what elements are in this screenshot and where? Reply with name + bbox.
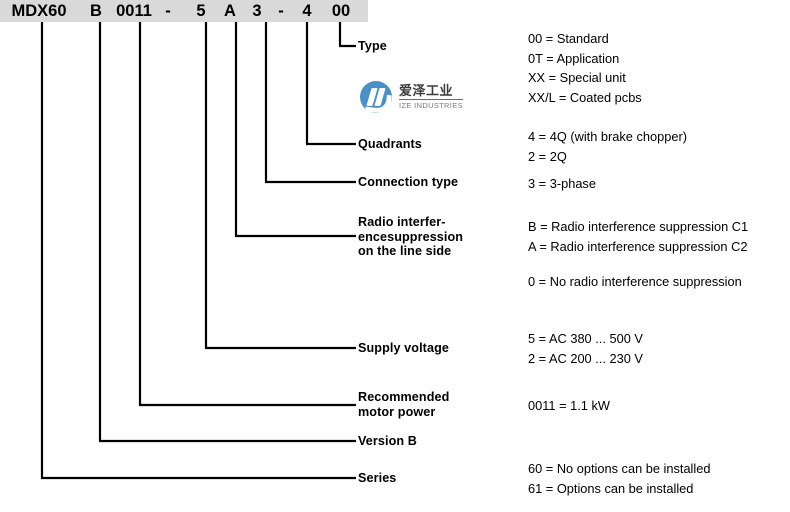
watermark-logo: 爱泽工业 IZE INDUSTRIES	[360, 78, 485, 116]
leader-quadrants	[305, 22, 356, 146]
code-segment-series: MDX60	[11, 2, 67, 20]
label-version: Version B	[358, 434, 417, 448]
code-segment-motor-power: 0011	[116, 2, 152, 20]
code-segment-connection-type: 3	[252, 2, 262, 20]
explanation-supply-voltage: 5 = AC 380 ... 500 V 2 = AC 200 ... 230 …	[528, 331, 643, 366]
label-rfi-suppression: Radio interfer- encesuppression on the l…	[358, 215, 464, 259]
code-segment-supply-voltage: 5	[196, 2, 206, 20]
watermark-cn-text: 爱泽工业	[399, 84, 463, 101]
explanation-motor-power: 0011 = 1.1 kW	[528, 398, 610, 413]
product-code-bar: MDX60 B 0011 - 5 A 3 - 4 00	[0, 0, 368, 22]
watermark-text: 爱泽工业 IZE INDUSTRIES	[399, 84, 463, 111]
code-segment-dash-2: -	[278, 2, 284, 20]
label-series: Series	[358, 471, 397, 485]
explanation-series: 60 = No options can be installed 61 = Op…	[528, 461, 711, 496]
leader-version	[98, 22, 356, 443]
code-segment-dash-1: -	[165, 2, 171, 20]
leader-series	[40, 22, 356, 480]
code-segment-type: 00	[331, 2, 351, 20]
label-motor-power: Recommended motor power	[358, 390, 450, 419]
label-connection-type: Connection type	[358, 175, 459, 189]
leader-motor-power	[138, 22, 356, 407]
explanation-quadrants: 4 = 4Q (with brake chopper) 2 = 2Q	[528, 129, 687, 164]
explanation-connection-type: 3 = 3-phase	[528, 176, 596, 191]
leader-supply-voltage	[204, 22, 356, 350]
leader-connection-type	[264, 22, 356, 184]
watermark-en-text: IZE INDUSTRIES	[399, 101, 463, 111]
label-type: Type	[358, 39, 387, 53]
code-segment-quadrants: 4	[302, 2, 312, 20]
code-segment-version: B	[90, 2, 102, 20]
ize-logo-icon	[360, 81, 392, 115]
explanation-rfi-suppression-a: B = Radio interference suppression C1 A …	[528, 219, 749, 254]
label-supply-voltage: Supply voltage	[358, 341, 449, 355]
label-quadrants: Quadrants	[358, 137, 422, 151]
code-segment-rfi-suppression: A	[224, 2, 236, 20]
explanation-rfi-suppression-b: 0 = No radio interference suppression	[528, 274, 742, 289]
explanation-type: 00 = Standard 0T = Application XX = Spec…	[528, 31, 642, 105]
leader-rfi-suppression	[234, 22, 356, 238]
leader-type	[338, 22, 356, 48]
